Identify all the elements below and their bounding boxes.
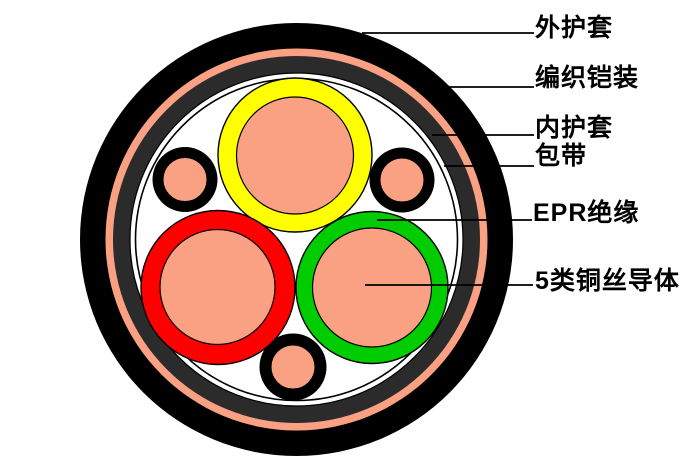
- small-core-bottom: [259, 333, 327, 401]
- label-braid-armor: 编织铠装: [535, 63, 639, 92]
- phase-conductor-yellow: [217, 77, 373, 233]
- small-core-top-right: [369, 147, 435, 213]
- small-core-top-left: [152, 147, 218, 212]
- copper-conductor-core: [235, 96, 355, 215]
- label-copper-conductor: 5类铜丝导体: [535, 266, 680, 295]
- small-core-conductor: [162, 157, 208, 202]
- label-outer-sheath: 外护套: [535, 13, 613, 42]
- copper-conductor-core: [311, 227, 433, 348]
- phase-conductor-green: [295, 210, 449, 365]
- label-inner-sheath: 内护套: [535, 114, 613, 142]
- label-epr-insulation: EPR绝缘: [533, 198, 639, 227]
- small-core-conductor: [270, 344, 316, 390]
- phase-conductor-red: [140, 209, 296, 366]
- copper-conductor-core: [159, 228, 276, 346]
- label-tape: 包带: [535, 141, 587, 170]
- small-core-conductor: [379, 157, 425, 203]
